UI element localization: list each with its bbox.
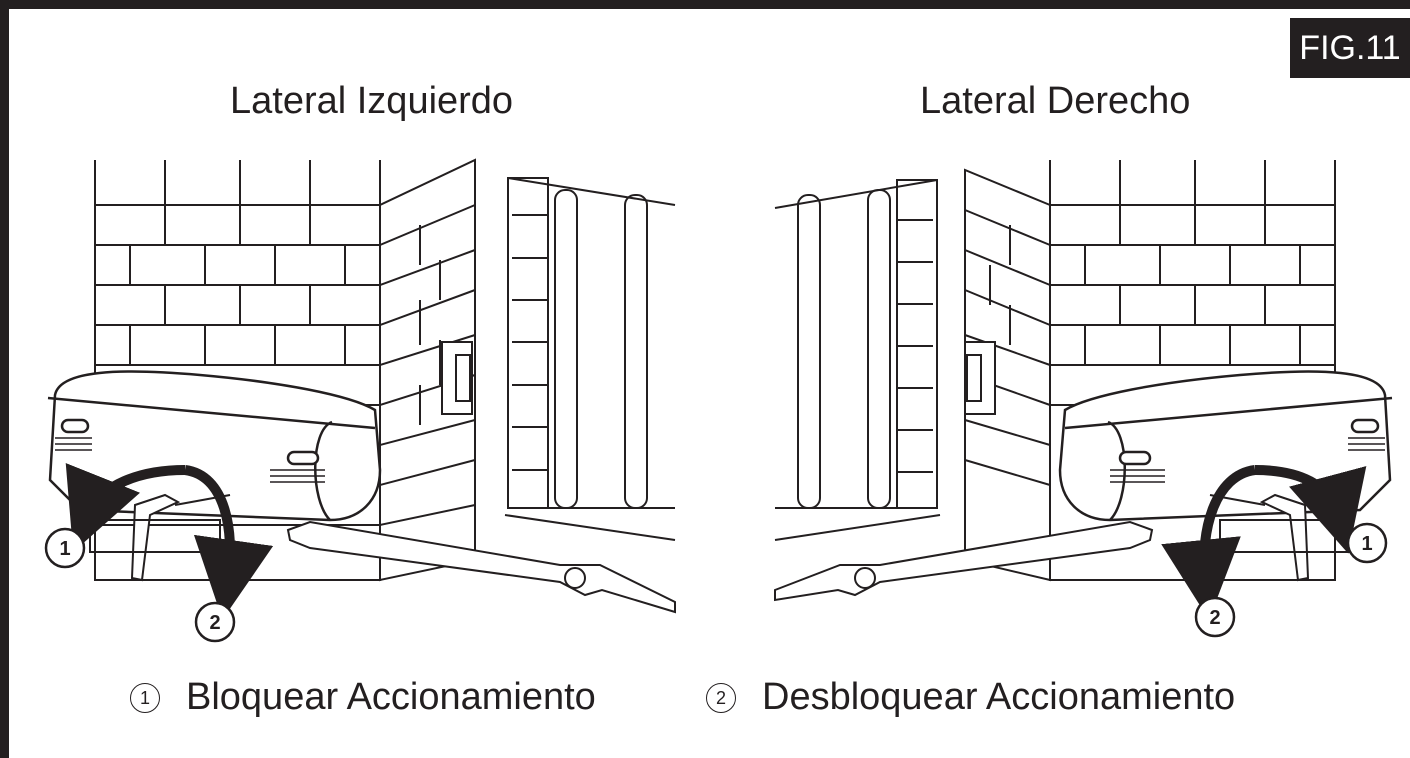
left-hinge	[441, 341, 473, 415]
figure-tag: FIG.11	[1290, 18, 1410, 78]
left-rotation-arrows	[65, 462, 274, 620]
legend-unlock-label: Desbloquear Accionamiento	[762, 676, 1236, 718]
left-marker-1-label: 1	[59, 538, 70, 560]
right-hinge	[964, 341, 996, 415]
left-marker-2-label: 2	[209, 612, 220, 634]
right-drive-arm	[774, 520, 1154, 602]
right-panel-title: Lateral Derecho	[920, 80, 1191, 122]
right-marker-1-label: 1	[1361, 533, 1372, 555]
left-marker-2: 2	[194, 601, 236, 643]
left-marker-1: 1	[44, 527, 86, 569]
legend-unlock-number: 2	[706, 682, 736, 713]
right-rotation-arrows	[1161, 465, 1367, 620]
left-gate	[504, 177, 676, 541]
legend-unlock: 2 Desbloquear Accionamiento	[706, 676, 1235, 719]
legend-lock-number: 1	[130, 682, 160, 713]
legend-lock-label: Bloquear Accionamiento	[186, 676, 596, 718]
right-marker-2-label: 2	[1209, 607, 1220, 629]
legend-lock: 1 Bloquear Accionamiento	[130, 676, 596, 719]
right-gate	[774, 179, 941, 541]
right-marker-1: 1	[1346, 522, 1388, 564]
left-drive-arm	[286, 520, 676, 614]
left-panel-title: Lateral Izquierdo	[230, 80, 514, 122]
right-marker-2: 2	[1194, 596, 1236, 638]
